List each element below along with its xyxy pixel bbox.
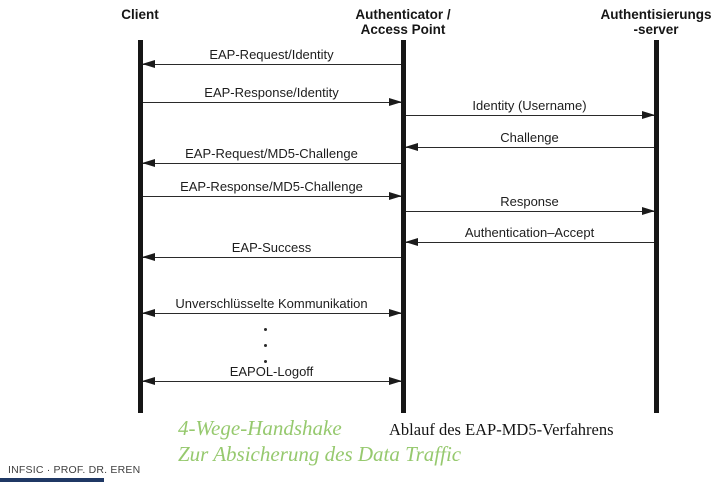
arrowhead-left-icon: [404, 143, 418, 151]
ellipsis-dot-3: [264, 360, 267, 363]
arrowhead-left-icon: [141, 60, 155, 68]
arrowhead-left-icon: [404, 238, 418, 246]
message-label: EAP-Response/Identity: [204, 85, 339, 100]
message-label: EAPOL-Logoff: [229, 364, 314, 379]
lifeline-authenticator: [400, 40, 406, 413]
message-label: EAP-Response/MD5-Challenge: [180, 179, 363, 194]
arrowhead-right-icon: [641, 111, 655, 119]
arrowhead-right-icon: [388, 98, 402, 106]
handshake-annotation: 4-Wege-Handshake Zur Absicherung des Dat…: [178, 415, 461, 467]
message-line: [142, 257, 401, 258]
arrowhead-left-icon: [141, 159, 155, 167]
actor-label-client: Client: [121, 7, 159, 22]
message-label: Response: [500, 194, 559, 209]
actor-label-auth_server: Authentisierungs -server: [600, 7, 712, 37]
message-line: [142, 313, 401, 314]
message-label: Challenge: [500, 130, 559, 145]
message-line: [405, 115, 654, 116]
message-line: [405, 147, 654, 148]
actor-label-authenticator: Authenticator / Access Point: [355, 7, 451, 37]
message-line: [142, 102, 401, 103]
message-label: EAP-Success: [231, 240, 312, 255]
arrowhead-left-icon: [141, 377, 155, 385]
message-label: EAP-Request/MD5-Challenge: [185, 146, 358, 161]
message-line: [142, 163, 401, 164]
message-label: Identity (Username): [472, 98, 587, 113]
annotation-line-1: 4-Wege-Handshake: [178, 416, 342, 440]
arrowhead-right-icon: [388, 192, 402, 200]
message-line: [142, 64, 401, 65]
arrowhead-right-icon: [388, 377, 402, 385]
message-line: [142, 196, 401, 197]
ellipsis-dot-2: [264, 344, 267, 347]
message-line: [405, 211, 654, 212]
diagram-caption: Ablauf des EAP-MD5-Verfahrens: [389, 420, 614, 439]
lifeline-client: [137, 40, 143, 413]
lifeline-auth_server: [653, 40, 659, 413]
message-label: Authentication–Accept: [464, 225, 595, 240]
footer-bar: [0, 478, 104, 482]
arrowhead-right-icon: [641, 207, 655, 215]
message-label: Unverschlüsselte Kommunikation: [175, 296, 368, 311]
ellipsis-dot-1: [264, 328, 267, 331]
arrowhead-left-icon: [141, 309, 155, 317]
message-line: [142, 381, 401, 382]
message-line: [405, 242, 654, 243]
arrowhead-right-icon: [388, 309, 402, 317]
arrowhead-left-icon: [141, 253, 155, 261]
message-label: EAP-Request/Identity: [209, 47, 334, 62]
annotation-line-2: Zur Absicherung des Data Traffic: [178, 442, 462, 466]
footer-text: INFSIC · PROF. DR. EREN: [8, 464, 141, 476]
